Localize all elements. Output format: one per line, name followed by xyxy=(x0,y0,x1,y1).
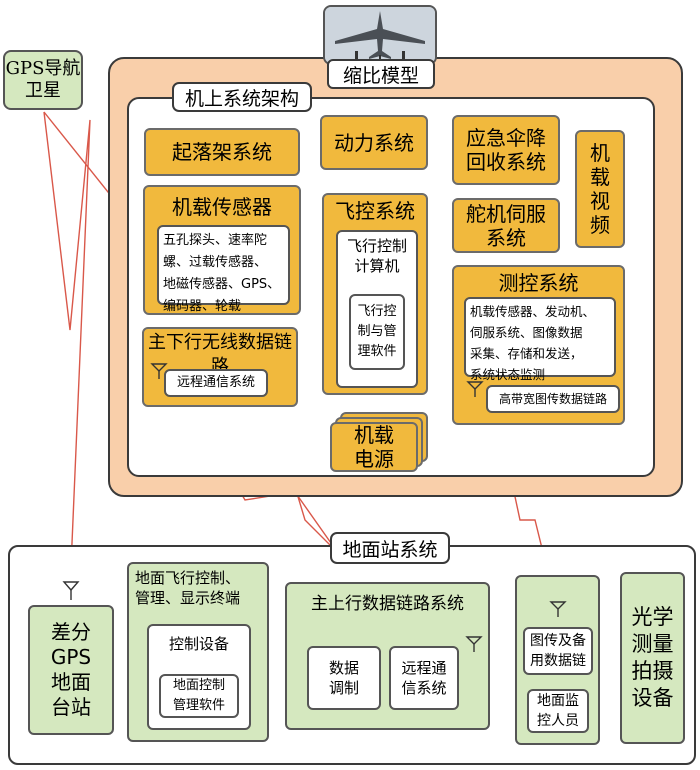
scale-model-label: 缩比模型 xyxy=(327,59,435,89)
antenna-icon xyxy=(547,599,569,619)
ground-station-label: 地面站系统 xyxy=(330,532,450,564)
gps-satellite-label: GPS导航 卫星 xyxy=(5,58,81,101)
power-system: 动力系统 xyxy=(320,115,428,170)
uplink-data-system: 主上行数据链路系统 数据 调制 远程通 信系统 xyxy=(285,582,490,730)
ground-control-software: 地面控制 管理软件 xyxy=(159,674,239,718)
antenna-icon xyxy=(463,634,485,654)
landing-gear-system: 起落架系统 xyxy=(144,128,300,176)
remote-communication-air: 远程通信系统 xyxy=(164,369,268,397)
remote-communication-ground: 远程通 信系统 xyxy=(389,646,459,710)
broadband-image-link: 高带宽图传数据链路 xyxy=(486,385,620,413)
flight-control-computer: 飞行控制 计算机 飞行控 制与管 理软件 xyxy=(336,230,418,388)
fighter-jet-icon xyxy=(325,7,435,63)
aircraft-photo xyxy=(323,5,437,65)
gps-satellite: GPS导航 卫星 xyxy=(3,50,83,110)
downlink-wireless-system: 主下行无线数据链路 远程通信系统 xyxy=(142,327,298,407)
telemetry-control-system: 测控系统 机载传感器、发动机、 伺服系统、图像数据 采集、存储和发送， 系统状态… xyxy=(452,265,625,425)
onboard-sensors: 机载传感器 五孔探头、速率陀 螺、过载传感器、 地磁传感器、GPS、 编码器、轮… xyxy=(143,185,301,315)
optical-measurement-equipment: 光学 测量 拍摄 设备 xyxy=(620,572,685,744)
ground-control-terminal: 地面飞行控制、 管理、显示终端 控制设备 地面控制 管理软件 xyxy=(127,562,269,742)
antenna-icon xyxy=(60,578,82,600)
servo-system: 舵机伺服 系统 xyxy=(452,198,560,253)
flight-control-software: 飞行控 制与管 理软件 xyxy=(349,294,405,370)
onboard-power-supply: 机载 电源 xyxy=(330,422,418,472)
data-modulation: 数据 调制 xyxy=(307,646,381,710)
flight-control-system: 飞控系统 飞行控制 计算机 飞行控 制与管 理软件 xyxy=(322,193,428,395)
telemetry-detail: 机载传感器、发动机、 伺服系统、图像数据 采集、存储和发送， 系统状态监测 xyxy=(464,297,616,382)
emergency-parachute-system: 应急伞降 回收系统 xyxy=(452,115,560,185)
ground-monitoring-personnel: 地面监 控人员 xyxy=(527,689,589,733)
sensor-list: 五孔探头、速率陀 螺、过载传感器、 地磁传感器、GPS、 编码器、轮载 xyxy=(157,225,290,314)
control-equipment: 控制设备 地面控制 管理软件 xyxy=(147,624,251,730)
image-backup-datalink: 图传及备 用数据链 xyxy=(523,627,593,675)
antenna-icon xyxy=(148,361,170,381)
architecture-label: 机上系统架构 xyxy=(172,82,312,112)
image-link-panel: 图传及备 用数据链 地面监 控人员 xyxy=(515,575,600,745)
onboard-video: 机 载 视 频 xyxy=(575,130,625,248)
antenna-icon xyxy=(464,379,486,399)
differential-gps-station: 差分 GPS 地面 台站 xyxy=(28,605,114,735)
